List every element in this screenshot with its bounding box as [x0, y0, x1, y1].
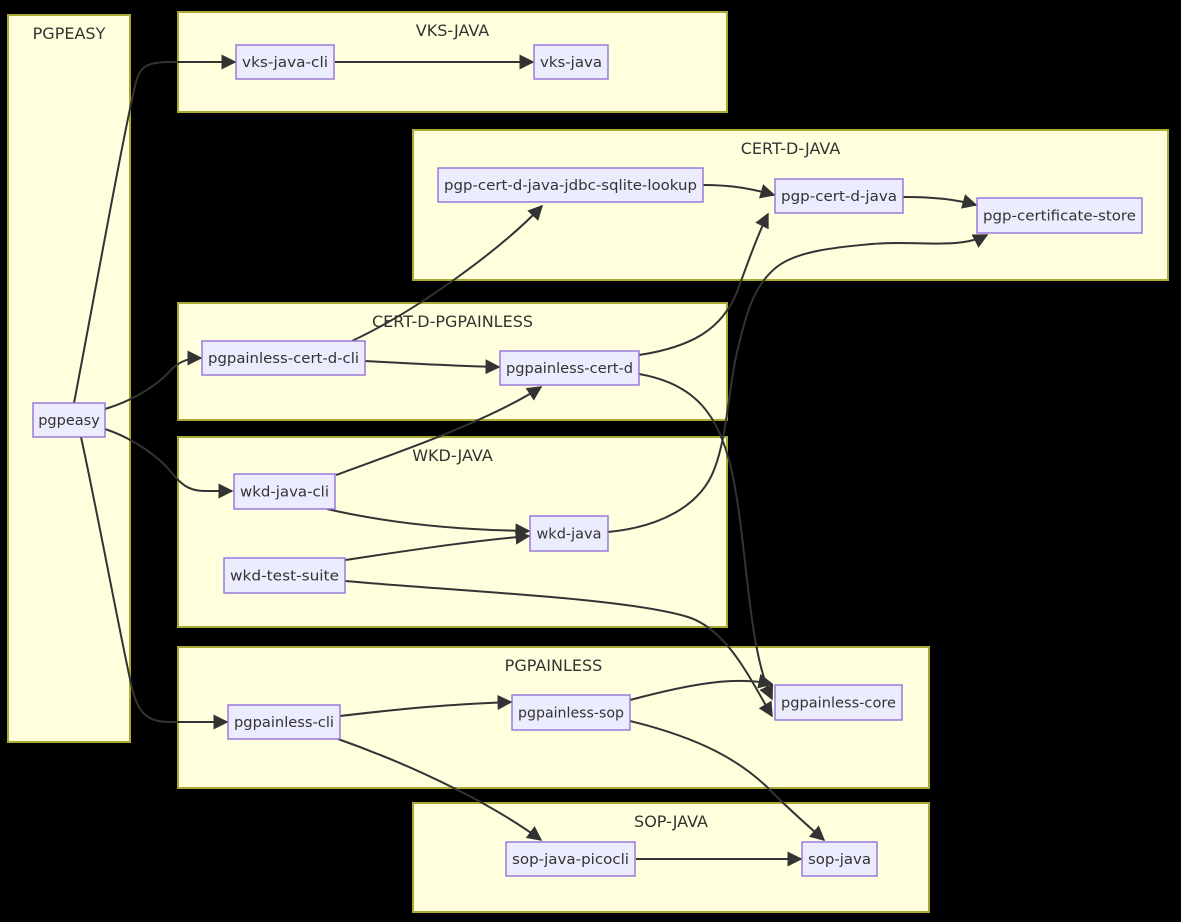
node-label-wkd-test-suite: wkd-test-suite — [230, 569, 339, 585]
cluster-label-sop-java-cluster: SOP-JAVA — [634, 812, 708, 831]
node-label-sop-java-picocli: sop-java-picocli — [512, 852, 629, 868]
node-label-pgpainless-core: pgpainless-core — [781, 696, 896, 712]
node-box-pgpeasy — [32, 402, 106, 438]
cluster-label-cert-d-java-cluster: CERT-D-JAVA — [741, 139, 841, 158]
edge-wkd-java-cli-to-wkd-java — [326, 508, 531, 539]
node-pgpainless-cli: pgpainless-cli — [227, 704, 341, 740]
node-box-pgpainless-core — [774, 684, 903, 721]
node-label-pgpeasy: pgpeasy — [38, 413, 100, 429]
node-box-sop-java — [801, 841, 878, 877]
edge-pgpeasy-to-wkd-java-cli — [104, 428, 234, 499]
edge-pgpainless-cert-d-cli-to-pgp-cert-d-java-jdbc-sqlite-lookup — [351, 204, 544, 342]
node-wkd-java-cli: wkd-java-cli — [233, 473, 336, 510]
cluster-label-cert-d-pgpainless-cluster: CERT-D-PGPAINLESS — [372, 312, 533, 331]
cluster-box-wkd-java-cluster — [177, 436, 728, 628]
node-box-sop-java-picocli — [505, 841, 636, 877]
node-pgpainless-sop: pgpainless-sop — [511, 694, 631, 731]
node-pgpeasy: pgpeasy — [32, 402, 106, 438]
node-label-wkd-java-cli: wkd-java-cli — [240, 485, 329, 501]
cluster-box-pgpeasy-cluster — [7, 14, 131, 743]
node-box-wkd-test-suite — [223, 557, 346, 594]
node-box-pgp-certificate-store — [976, 197, 1143, 234]
edge-pgpeasy-to-pgpainless-cli — [80, 436, 229, 730]
edge-pgpeasy-to-vks-java-cli — [73, 54, 237, 404]
edges-layer — [73, 54, 989, 867]
node-vks-java: vks-java — [533, 44, 609, 80]
node-label-vks-java-cli: vks-java-cli — [242, 55, 328, 71]
node-vks-java-cli: vks-java-cli — [235, 44, 335, 80]
node-label-pgpainless-sop: pgpainless-sop — [518, 706, 624, 722]
node-box-pgpainless-sop — [511, 694, 631, 731]
node-box-pgpainless-cert-d — [499, 350, 640, 386]
node-label-wkd-java: wkd-java — [536, 527, 601, 543]
node-box-pgpainless-cert-d-cli — [201, 340, 366, 376]
edge-pgpainless-cert-d-to-pgpainless-core — [638, 373, 774, 701]
node-pgp-cert-d-java-jdbc-sqlite-lookup: pgp-cert-d-java-jdbc-sqlite-lookup — [437, 167, 704, 203]
node-label-pgp-certificate-store: pgp-certificate-store — [983, 209, 1136, 225]
node-label-sop-java: sop-java — [808, 852, 871, 868]
node-label-vks-java: vks-java — [540, 55, 602, 71]
node-sop-java: sop-java — [801, 841, 878, 877]
edge-pgpainless-sop-to-sop-java — [629, 720, 826, 841]
clusters-layer: PGPEASY VKS-JAVA CERT-D-JAVA CERT-D-PGPAINL… — [7, 11, 1169, 913]
node-label-pgpainless-cert-d: pgpainless-cert-d — [506, 361, 633, 377]
node-wkd-java: wkd-java — [529, 515, 609, 552]
edge-wkd-test-suite-to-pgpainless-core — [344, 580, 773, 718]
node-pgp-cert-d-java: pgp-cert-d-java — [774, 178, 904, 214]
node-box-pgp-cert-d-java-jdbc-sqlite-lookup — [437, 167, 704, 203]
cluster-wkd-java-cluster: WKD-JAVA — [177, 436, 728, 628]
node-wkd-test-suite: wkd-test-suite — [223, 557, 346, 594]
edge-pgpainless-cert-d-to-pgp-cert-d-java — [638, 212, 769, 356]
edge-wkd-java-to-pgp-certificate-store — [607, 234, 989, 533]
edge-pgpeasy-to-pgpainless-cert-d-cli — [104, 350, 203, 410]
cluster-label-wkd-java-cluster: WKD-JAVA — [412, 446, 493, 465]
node-box-pgp-cert-d-java — [774, 178, 904, 214]
edge-wkd-java-cli-to-pgpainless-cert-d — [335, 386, 543, 476]
node-label-pgpainless-cli: pgpainless-cli — [234, 715, 334, 731]
node-box-vks-java-cli — [235, 44, 335, 80]
cluster-label-pgpainless-cluster: PGPAINLESS — [505, 656, 603, 675]
edge-pgpainless-cli-to-sop-java-picocli — [337, 738, 543, 841]
edge-wkd-test-suite-to-wkd-java — [344, 529, 531, 561]
node-box-vks-java — [533, 44, 609, 80]
edge-pgpainless-cli-to-pgpainless-sop — [339, 694, 513, 717]
node-box-wkd-java-cli — [233, 473, 336, 510]
node-pgpainless-cert-d: pgpainless-cert-d — [499, 350, 640, 386]
node-label-pgpainless-cert-d-cli: pgpainless-cert-d-cli — [208, 351, 359, 367]
node-pgpainless-core: pgpainless-core — [774, 684, 903, 721]
node-sop-java-picocli: sop-java-picocli — [505, 841, 636, 877]
cluster-pgpeasy-cluster: PGPEASY — [7, 14, 131, 743]
cluster-label-pgpeasy-cluster: PGPEASY — [33, 24, 106, 43]
nodes-layer: pgpeasy vks-java-cli vks-java pgp-cert-d-ja… — [32, 44, 1143, 877]
node-box-pgpainless-cli — [227, 704, 341, 740]
node-pgp-certificate-store: pgp-certificate-store — [976, 197, 1143, 234]
edge-pgpainless-cert-d-cli-to-pgpainless-cert-d — [364, 359, 501, 375]
node-label-pgp-cert-d-java-jdbc-sqlite-lookup: pgp-cert-d-java-jdbc-sqlite-lookup — [444, 178, 697, 194]
node-label-pgp-cert-d-java: pgp-cert-d-java — [781, 189, 897, 205]
edge-pgp-cert-d-java-to-pgp-certificate-store — [902, 194, 978, 209]
edge-pgpainless-sop-to-pgpainless-core — [629, 673, 774, 701]
node-pgpainless-cert-d-cli: pgpainless-cert-d-cli — [201, 340, 366, 376]
edge-pgp-cert-d-java-jdbc-sqlite-lookup-to-pgp-cert-d-java — [702, 184, 776, 199]
node-box-wkd-java — [529, 515, 609, 552]
cluster-label-vks-java-cluster: VKS-JAVA — [416, 21, 490, 40]
